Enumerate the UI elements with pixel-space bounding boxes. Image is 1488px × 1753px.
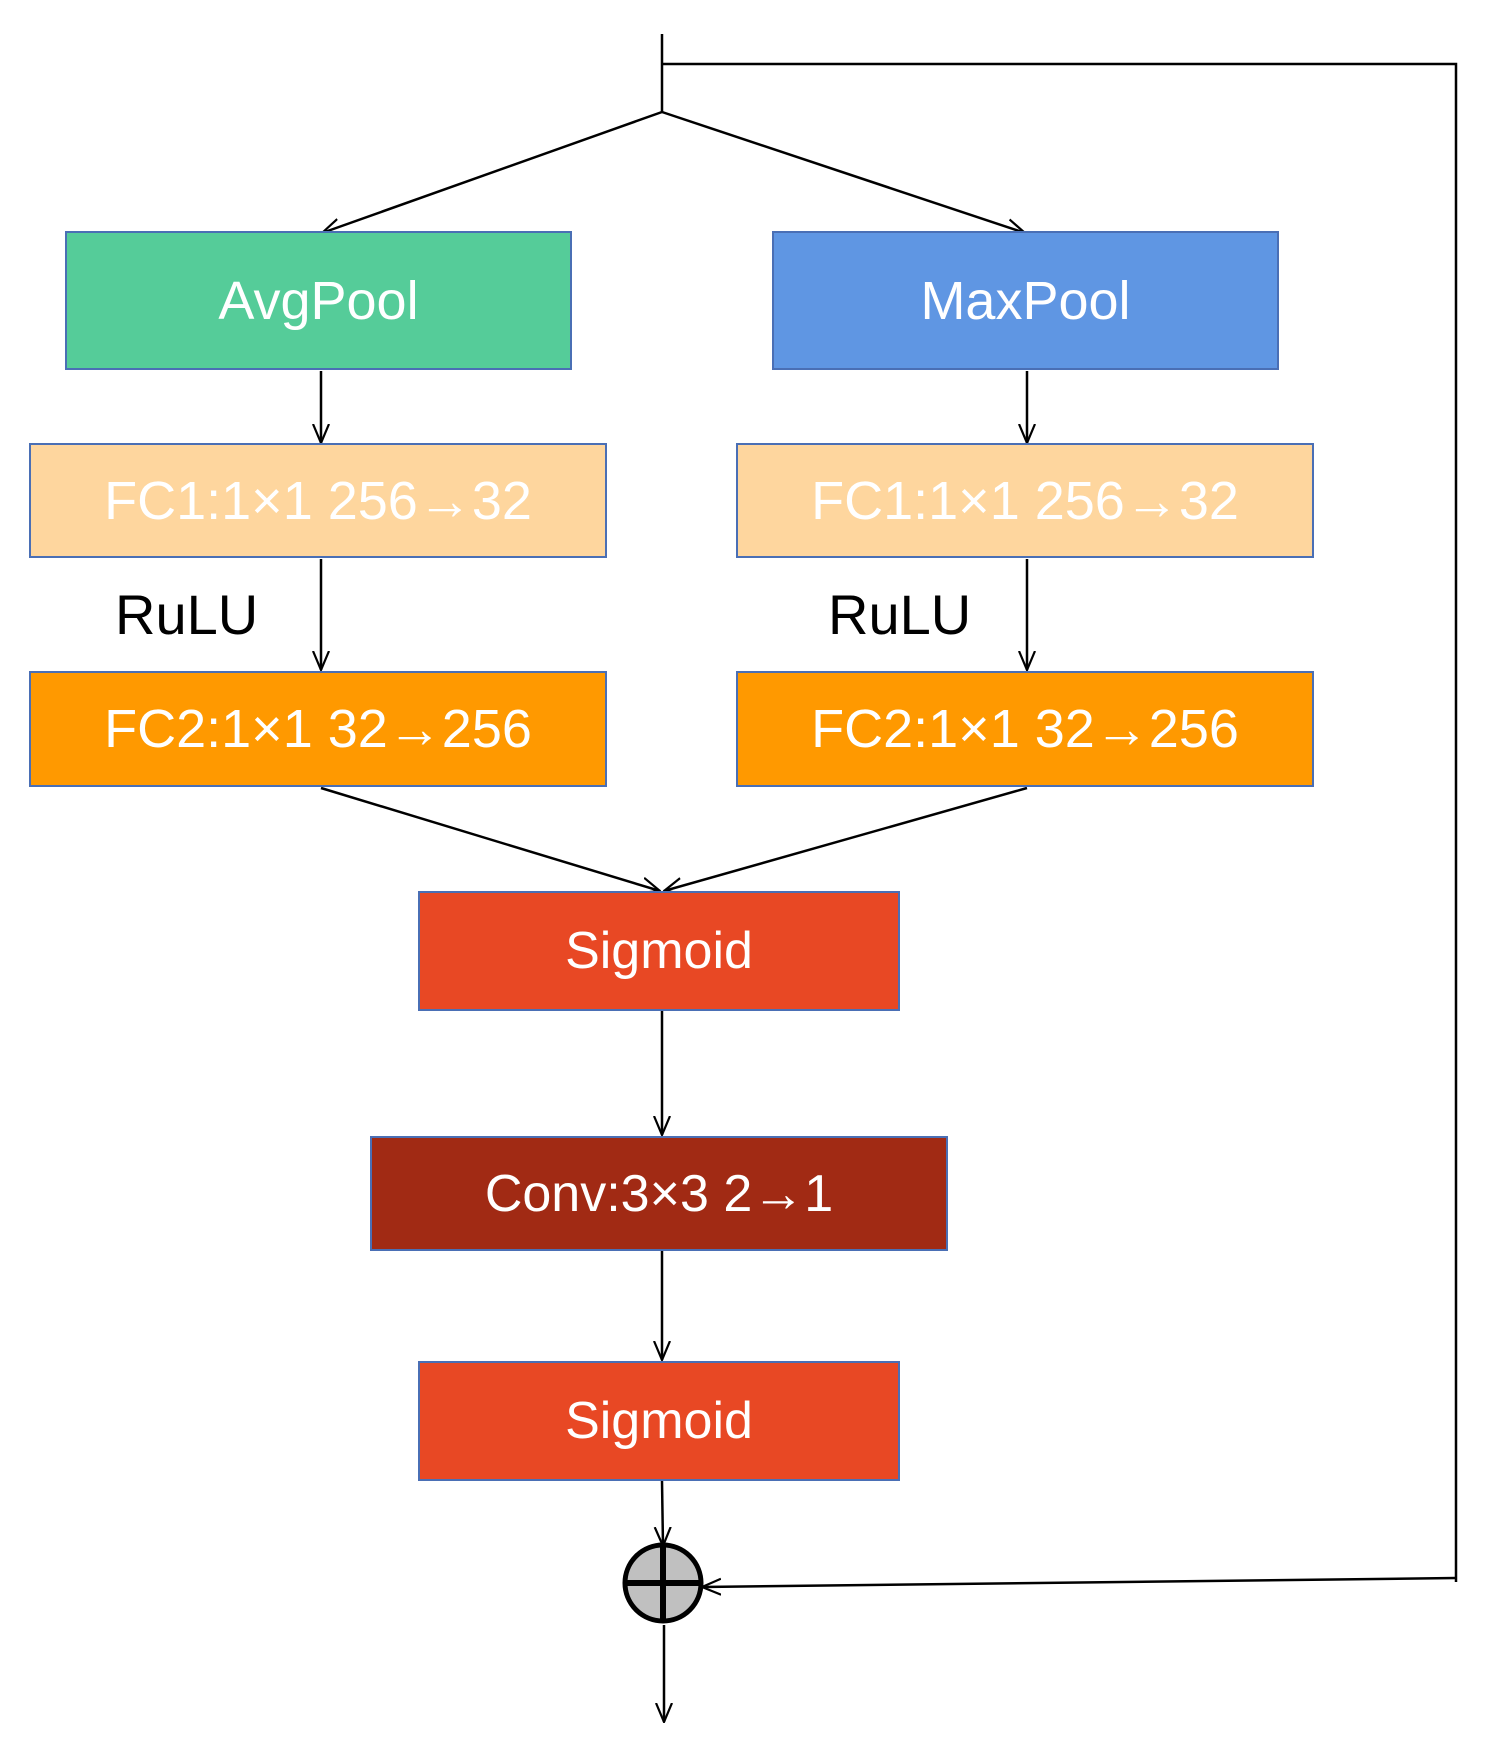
conv-block: Conv:3×3 2→1 [370, 1136, 948, 1251]
skip-arrow [702, 1576, 1457, 1587]
merge-arrow-right [664, 786, 1028, 891]
sigmoid-block-1: Sigmoid [418, 891, 900, 1011]
fc1-left-block: FC1:1×1 256→32 [29, 443, 607, 558]
skip-connection [662, 62, 1458, 1582]
fc1-right-block: FC1:1×1 256→32 [736, 443, 1314, 558]
maxpool-block: MaxPool [772, 231, 1279, 370]
arrow-sigmoid-sum [662, 1480, 663, 1546]
fc2-right-block: FC2:1×1 32→256 [736, 671, 1314, 787]
split-arrow-left [322, 110, 663, 233]
merge-arrow-left [320, 786, 660, 891]
circle-plus-icon [622, 1542, 704, 1624]
relu-left-label: RuLU [115, 583, 259, 646]
split-arrow-right [661, 110, 1025, 233]
relu-right-label: RuLU [828, 583, 972, 646]
fc2-left-block: FC2:1×1 32→256 [29, 671, 607, 787]
avgpool-block: AvgPool [65, 231, 572, 370]
sigmoid-block-2: Sigmoid [418, 1361, 900, 1481]
